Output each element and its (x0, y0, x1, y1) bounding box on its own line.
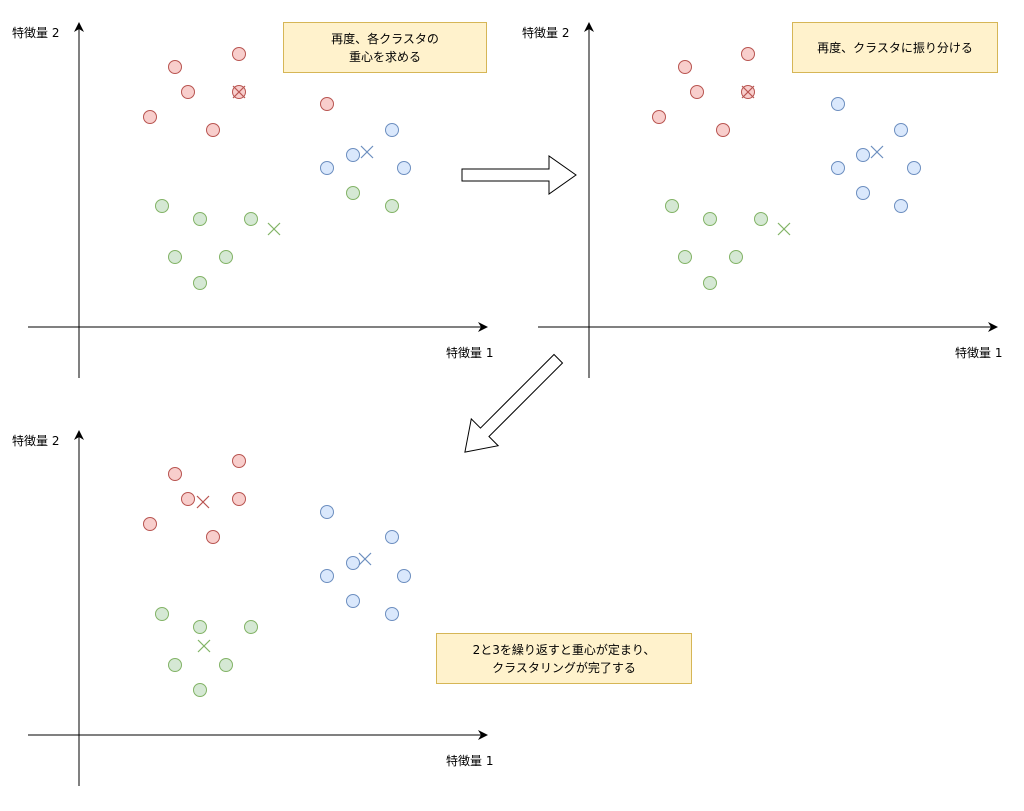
point-green (168, 250, 182, 264)
x-axis-label: 特徴量 1 (955, 345, 1002, 360)
point-green (193, 212, 207, 226)
note-panel-1: 再度、各クラスタの 重心を求める (283, 22, 487, 73)
panel-1: 特徴量 1 特徴量 2 (12, 22, 493, 378)
centroid-red (741, 85, 755, 99)
point-green (754, 212, 768, 226)
point-red (143, 517, 157, 531)
point-red (320, 97, 334, 111)
centroid-red (232, 85, 246, 99)
arrow-diagonal (464, 353, 564, 453)
point-blue (831, 97, 845, 111)
point-blue (907, 161, 921, 175)
point-blue (385, 607, 399, 621)
centroid-green (267, 222, 281, 236)
point-green (219, 658, 233, 672)
point-red (206, 123, 220, 137)
point-blue (385, 530, 399, 544)
point-blue (346, 556, 360, 570)
point-green (703, 276, 717, 290)
point-red (168, 467, 182, 481)
red-cluster (652, 47, 755, 137)
point-blue (856, 186, 870, 200)
arrow-right (461, 155, 577, 195)
point-red (206, 530, 220, 544)
point-blue (894, 199, 908, 213)
green-cluster (155, 607, 258, 697)
point-green (155, 607, 169, 621)
point-green (193, 683, 207, 697)
point-green (193, 620, 207, 634)
point-blue (831, 161, 845, 175)
point-green (168, 658, 182, 672)
point-green (244, 620, 258, 634)
point-red (232, 47, 246, 61)
point-blue (346, 148, 360, 162)
point-blue (346, 594, 360, 608)
green-cluster (155, 186, 399, 290)
panel-3: 特徴量 1 特徴量 2 (12, 430, 493, 786)
point-blue (397, 161, 411, 175)
point-green (244, 212, 258, 226)
point-blue (320, 569, 334, 583)
y-axis-label: 特徴量 2 (12, 25, 59, 40)
point-red (181, 85, 195, 99)
point-red (690, 85, 704, 99)
centroid-blue (360, 145, 374, 159)
red-cluster (143, 47, 334, 137)
point-green (155, 199, 169, 213)
point-blue (397, 569, 411, 583)
point-green (678, 250, 692, 264)
point-green (385, 199, 399, 213)
green-cluster (665, 199, 791, 290)
point-red (652, 110, 666, 124)
red-cluster (143, 454, 246, 544)
note-panel-2: 再度、クラスタに振り分ける (792, 22, 998, 73)
point-red (232, 492, 246, 506)
point-red (168, 60, 182, 74)
panel-2: 特徴量 1 特徴量 2 (522, 22, 1002, 378)
blue-cluster (320, 123, 411, 175)
point-red (716, 123, 730, 137)
point-green (193, 276, 207, 290)
point-green (665, 199, 679, 213)
blue-cluster (320, 505, 411, 621)
y-axis-label: 特徴量 2 (12, 433, 59, 448)
point-red (741, 47, 755, 61)
note-panel-3: 2と3を繰り返すと重心が定まり、 クラスタリングが完了する (436, 633, 692, 684)
centroid-green (197, 639, 211, 653)
centroid-red (196, 495, 210, 509)
point-blue (320, 505, 334, 519)
centroid-green (777, 222, 791, 236)
centroid-blue (870, 145, 884, 159)
y-axis-label: 特徴量 2 (522, 25, 569, 40)
point-red (678, 60, 692, 74)
point-blue (894, 123, 908, 137)
x-axis-label: 特徴量 1 (446, 753, 493, 768)
point-green (729, 250, 743, 264)
point-green (219, 250, 233, 264)
blue-cluster (831, 97, 921, 213)
point-red (143, 110, 157, 124)
point-green (346, 186, 360, 200)
point-blue (320, 161, 334, 175)
point-green (703, 212, 717, 226)
centroid-blue (358, 552, 372, 566)
x-axis-label: 特徴量 1 (446, 345, 493, 360)
point-red (232, 454, 246, 468)
point-red (181, 492, 195, 506)
point-blue (385, 123, 399, 137)
point-blue (856, 148, 870, 162)
